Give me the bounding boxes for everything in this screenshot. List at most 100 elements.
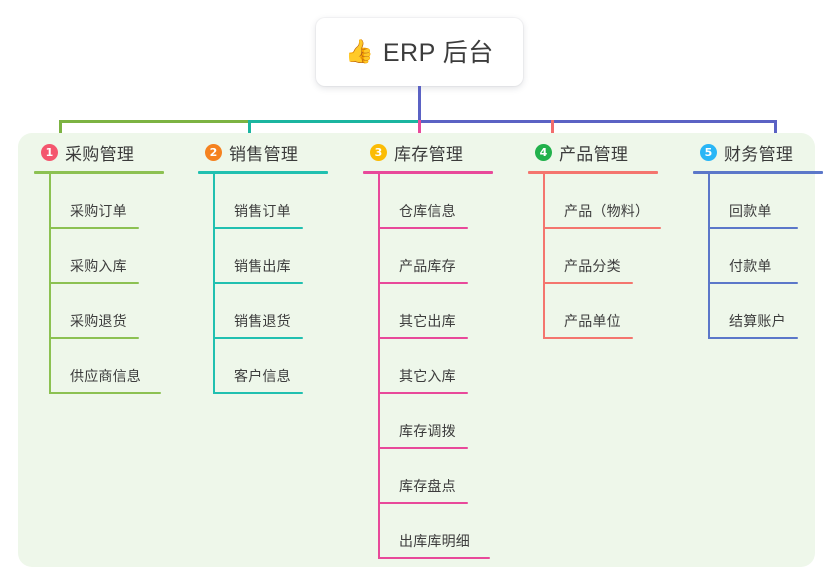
submenu-item[interactable]: 产品库存 (378, 229, 522, 284)
submenu-spine (49, 174, 51, 394)
root-node-content: 👍 ERP 后台 (345, 33, 494, 69)
module-column-2: 2 销售管理销售订单销售出库销售退货客户信息 (194, 133, 357, 567)
submenu-item[interactable]: 产品单位 (543, 284, 687, 339)
submenu-item[interactable]: 产品分类 (543, 229, 687, 284)
module-index-badge: 4 (535, 143, 552, 161)
submenu-item-label: 其它入库 (399, 368, 456, 384)
module-submenu-list: 仓库信息产品库存其它出库其它入库库存调拨库存盘点出库库明细 (378, 174, 522, 559)
submenu-item[interactable]: 销售出库 (213, 229, 357, 284)
submenu-item-underline (378, 337, 468, 339)
submenu-item-underline (378, 557, 490, 559)
submenu-item[interactable]: 出库库明细 (378, 504, 522, 559)
submenu-item[interactable]: 采购订单 (49, 174, 193, 229)
submenu-item[interactable]: 客户信息 (213, 339, 357, 394)
module-title-underline (528, 171, 658, 174)
submenu-item-underline (543, 227, 661, 229)
submenu-item-underline (708, 227, 798, 229)
submenu-item[interactable]: 结算账户 (708, 284, 839, 339)
submenu-item-label: 产品库存 (399, 258, 456, 274)
module-index-badge: 5 (700, 143, 717, 161)
root-node-title: ERP 后台 (382, 39, 494, 67)
module-header-2[interactable]: 2 销售管理 (194, 133, 357, 171)
submenu-item[interactable]: 采购退货 (49, 284, 193, 339)
submenu-spine (378, 174, 380, 559)
module-column-4: 4 产品管理产品（物料） 产品分类产品单位 (524, 133, 687, 567)
submenu-item-label: 供应商信息 (70, 368, 141, 384)
module-title: 销售管理 (229, 144, 299, 164)
submenu-item-underline (378, 502, 468, 504)
submenu-item-underline (543, 282, 633, 284)
submenu-item[interactable]: 库存盘点 (378, 449, 522, 504)
submenu-spine (708, 174, 710, 339)
submenu-item-label: 采购退货 (70, 313, 127, 329)
submenu-item[interactable]: 其它出库 (378, 284, 522, 339)
submenu-item-label: 其它出库 (399, 313, 456, 329)
submenu-item[interactable]: 销售订单 (213, 174, 357, 229)
module-column-5: 5 财务管理回款单付款单结算账户 (689, 133, 839, 567)
submenu-item-underline (378, 392, 468, 394)
submenu-item-label: 产品（物料） (564, 203, 650, 219)
submenu-item[interactable]: 其它入库 (378, 339, 522, 394)
submenu-item-label: 销售出库 (234, 258, 291, 274)
submenu-item-underline (708, 337, 798, 339)
submenu-item-underline (378, 447, 468, 449)
module-submenu-list: 销售订单销售出库销售退货客户信息 (213, 174, 357, 394)
submenu-item-underline (213, 282, 303, 284)
submenu-item-underline (49, 392, 161, 394)
modules-panel (18, 133, 815, 567)
submenu-item-label: 付款单 (729, 258, 772, 274)
submenu-item[interactable]: 供应商信息 (49, 339, 193, 394)
module-title-underline (363, 171, 493, 174)
root-node[interactable]: 👍 ERP 后台 (316, 18, 523, 86)
module-header-5[interactable]: 5 财务管理 (689, 133, 839, 171)
module-index-badge: 2 (205, 143, 222, 161)
module-submenu-list: 回款单付款单结算账户 (708, 174, 839, 339)
submenu-item[interactable]: 销售退货 (213, 284, 357, 339)
submenu-item-underline (49, 282, 139, 284)
submenu-item[interactable]: 库存调拨 (378, 394, 522, 449)
module-header-1[interactable]: 1 采购管理 (30, 133, 193, 171)
module-title: 产品管理 (559, 144, 629, 164)
submenu-item-underline (49, 337, 139, 339)
thumbs-up-icon: 👍 (345, 37, 374, 64)
submenu-item-label: 客户信息 (234, 368, 291, 384)
module-header-4[interactable]: 4 产品管理 (524, 133, 687, 171)
module-header-3[interactable]: 3 库存管理 (359, 133, 522, 171)
submenu-item[interactable]: 付款单 (708, 229, 839, 284)
submenu-item-label: 销售订单 (234, 203, 291, 219)
submenu-item-underline (213, 227, 303, 229)
submenu-item-label: 结算账户 (729, 313, 786, 329)
submenu-item-label: 出库库明细 (399, 533, 470, 549)
module-column-1: 1 采购管理采购订单采购入库采购退货供应商信息 (30, 133, 193, 567)
submenu-item-underline (378, 282, 468, 284)
submenu-item[interactable]: 回款单 (708, 174, 839, 229)
submenu-item-label: 销售退货 (234, 313, 291, 329)
submenu-item-underline (543, 337, 633, 339)
module-submenu-list: 产品（物料） 产品分类产品单位 (543, 174, 687, 339)
module-title: 库存管理 (394, 144, 464, 164)
module-index-badge: 1 (41, 143, 58, 161)
module-column-3: 3 库存管理仓库信息产品库存其它出库其它入库库存调拨库存盘点出库库明细 (359, 133, 522, 567)
module-title: 采购管理 (65, 144, 135, 164)
modules-columns: 1 采购管理采购订单采购入库采购退货供应商信息 2 销售管理销售订单销售出库销售退货客… (18, 133, 823, 567)
submenu-item-label: 产品分类 (564, 258, 621, 274)
submenu-item-label: 采购入库 (70, 258, 127, 274)
submenu-item-underline (49, 227, 139, 229)
submenu-item[interactable]: 采购入库 (49, 229, 193, 284)
module-index-badge: 3 (370, 143, 387, 161)
submenu-item-label: 库存调拨 (399, 423, 456, 439)
submenu-item-underline (213, 337, 303, 339)
submenu-item-label: 仓库信息 (399, 203, 456, 219)
submenu-item-underline (378, 227, 468, 229)
submenu-item-label: 库存盘点 (399, 478, 456, 494)
module-title-underline (34, 171, 164, 174)
submenu-item-underline (708, 282, 798, 284)
module-submenu-list: 采购订单采购入库采购退货供应商信息 (49, 174, 193, 394)
submenu-spine (213, 174, 215, 394)
submenu-item-label: 采购订单 (70, 203, 127, 219)
submenu-item[interactable]: 产品（物料） (543, 174, 687, 229)
module-title: 财务管理 (724, 144, 794, 164)
submenu-item-underline (213, 392, 303, 394)
submenu-item[interactable]: 仓库信息 (378, 174, 522, 229)
